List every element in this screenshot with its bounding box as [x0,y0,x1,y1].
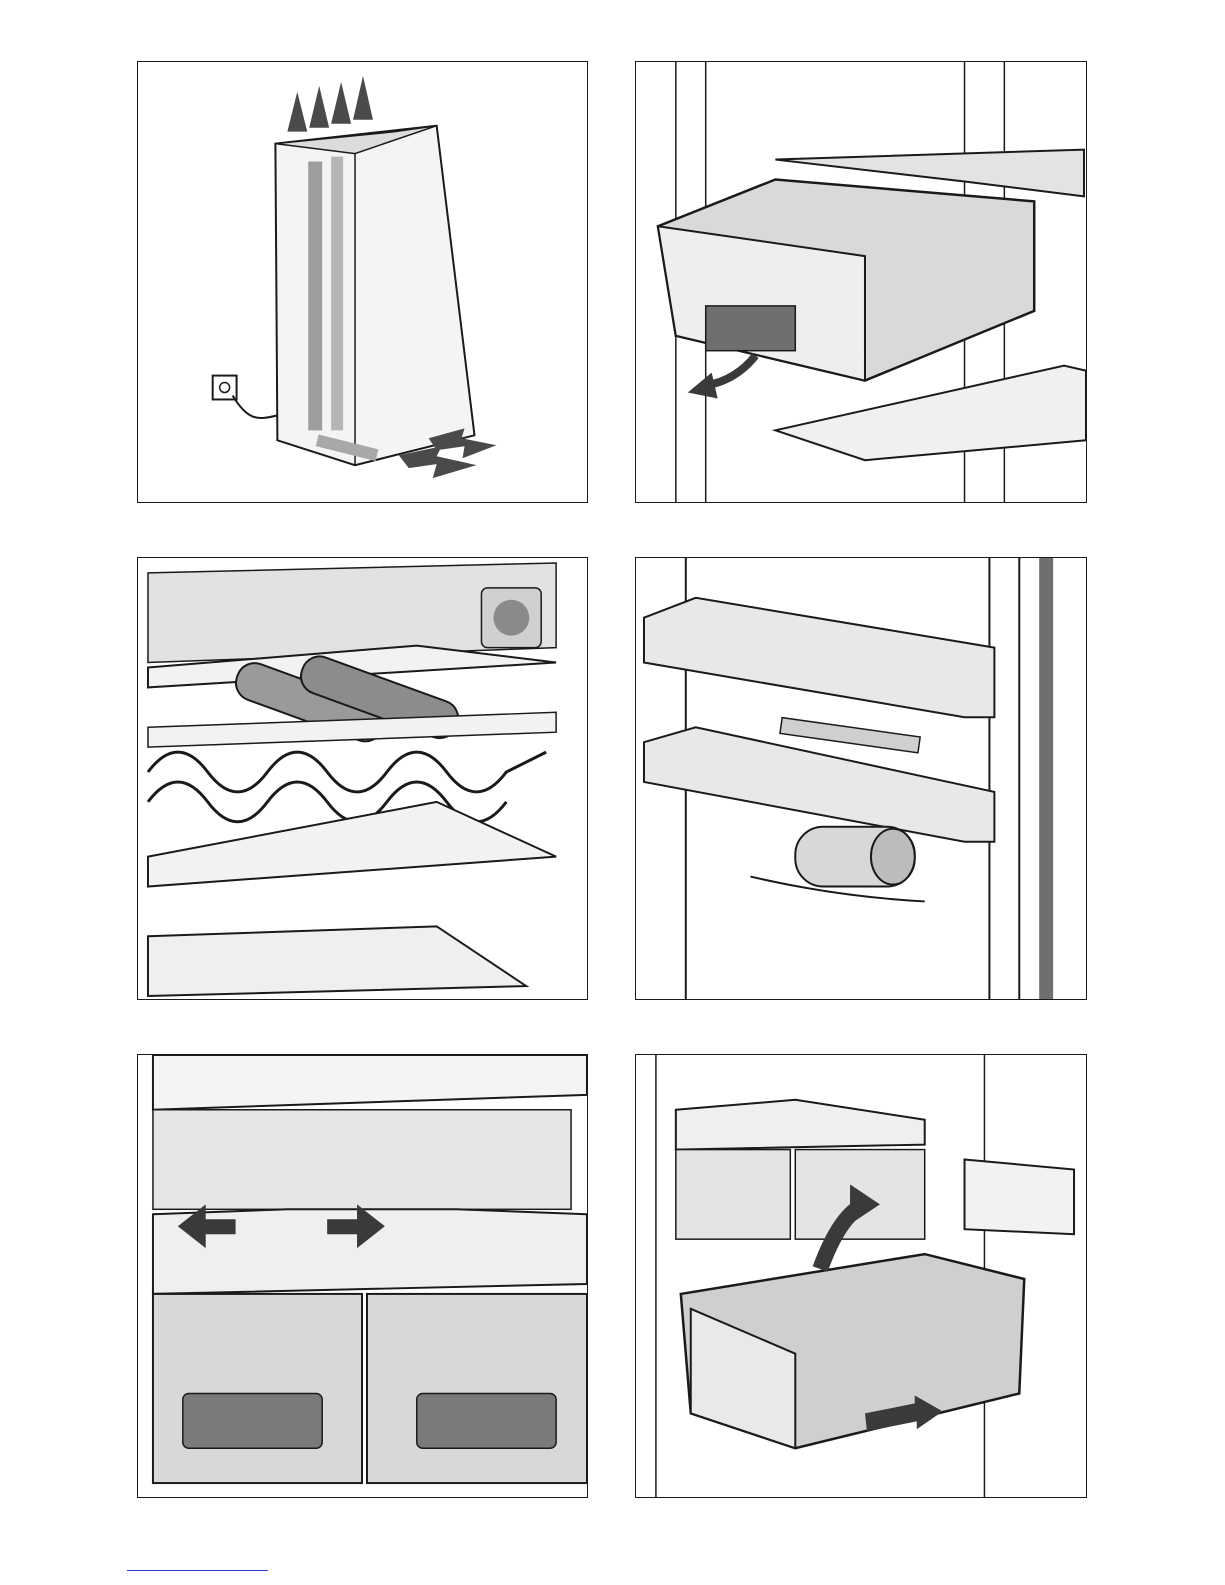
up-arrow-icon [353,76,373,120]
left-drawer-handle [183,1393,322,1448]
door-rack [965,1160,1075,1235]
back-wall [153,1110,571,1210]
figure-drawer-divider [137,1054,588,1498]
right-drawer-handle [417,1393,556,1448]
top-shelf [153,1055,587,1110]
upper-drawer-left [676,1150,790,1240]
drawer-divider-illustration [138,1055,587,1497]
bottle-rack-illustration [138,558,587,999]
upper-shelf [676,1100,925,1150]
up-arrow-icon [331,82,351,124]
figure-door-shelves [635,557,1087,1000]
up-arrow-icon [287,92,307,132]
power-cable [233,395,278,418]
arrow-head-icon [688,373,718,399]
drawer-removal-illustration [636,62,1086,502]
figure-ventilation [137,61,588,503]
bottom-shelf [148,926,526,996]
door-shelves-illustration [636,558,1086,999]
crisper-removal-illustration [636,1055,1086,1497]
figure-bottle-rack [137,557,588,1000]
wire-rack [148,752,546,792]
figure-drawer-removal [635,61,1087,503]
drawer-handle [706,306,796,351]
can-lid-icon [871,829,915,885]
door-seal [1039,558,1053,999]
cabinet-body [275,126,474,465]
rack-divider [780,718,920,753]
figure-crisper-removal [635,1054,1087,1498]
exhaust-arrows [287,76,373,132]
left-drawer [153,1294,362,1483]
up-arrow-icon [309,86,329,128]
footer-link-underline[interactable] [127,1570,268,1571]
ventilation-illustration [138,62,587,502]
upper-door-rack [644,598,994,717]
lower-door-rack [644,727,994,841]
light-icon [493,600,529,636]
glass-shelf [775,366,1086,461]
right-drawer [367,1294,587,1483]
